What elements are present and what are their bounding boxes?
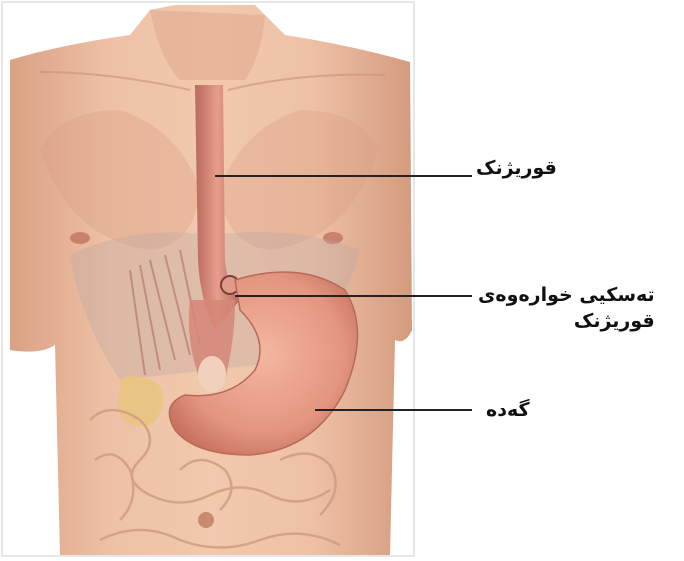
- label-sphincter-line1: تەسکیی خوارەوەی: [478, 283, 655, 309]
- label-lower-esophageal-sphincter: تەسکیی خوارەوەی قوریژنک: [478, 283, 655, 334]
- label-stomach: گەدە: [486, 398, 530, 424]
- liver-edge: [118, 376, 163, 426]
- aorta-opening: [198, 356, 226, 392]
- left-nipple: [70, 232, 90, 244]
- label-esophagus: قوریژنک: [476, 156, 557, 182]
- navel: [198, 512, 214, 528]
- label-sphincter-line2: قوریژنک: [478, 309, 655, 335]
